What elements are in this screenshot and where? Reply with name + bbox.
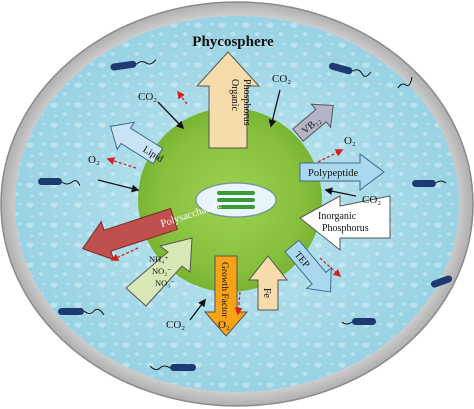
fe-label: Fe: [261, 288, 272, 299]
polypeptide-label: Polypeptide: [308, 168, 359, 179]
no2-label: NO₂⁻: [152, 266, 172, 276]
inorganic-phosphorus-arrow: Inorganic Phosphorus: [299, 195, 391, 252]
organic-phosphorus-arrow: Organic Phosphorus: [195, 51, 261, 149]
bacterium: [397, 76, 413, 89]
co2-label: CO₂: [272, 73, 291, 85]
growth-factor-arrow: Growth Factor: [203, 255, 249, 337]
polypeptide-arrow: Polypeptide: [299, 153, 385, 191]
bacterium: [110, 59, 157, 71]
gas-exchange: CO₂ CO₂ O₂ CO₂ O₂ CO₂ O₂: [88, 73, 381, 331]
bacterium: [38, 178, 81, 187]
diagram-title: Phycosphere: [192, 34, 274, 50]
bacterium: [328, 62, 372, 77]
nitrogen-arrow: NH₄⁺ NO₂⁻ NO₃⁻: [125, 237, 193, 307]
o2-label: O₂: [218, 319, 230, 331]
o2-label: O₂: [344, 135, 356, 147]
inorganic-phosphorus-label: Inorganic: [318, 211, 357, 222]
fe-arrow: Fe: [247, 255, 289, 311]
no3-label: NO₃⁻: [155, 278, 175, 288]
co2-label: CO₂: [138, 91, 157, 103]
bacteria-group: [38, 59, 453, 371]
co2-label: CO₂: [362, 194, 381, 206]
growth-factor-label: Growth Factor: [219, 262, 229, 319]
co2-label: CO₂: [166, 319, 185, 331]
inorganic-phosphorus-label-line2: Phosphorus: [322, 223, 369, 234]
svg-text:Organic Phosphorus: Organic Phosphorus: [229, 79, 252, 126]
tep-arrow: TEP: [284, 239, 332, 293]
o2-label: O₂: [88, 154, 100, 166]
nh4-label: NH₄⁺: [149, 254, 169, 264]
organic-phosphorus-label: Organic: [229, 79, 240, 112]
organic-phosphorus-label-line2: Phosphorus: [241, 79, 252, 126]
bacterium: [58, 308, 105, 316]
bacterium: [149, 364, 196, 371]
chloroplast: [195, 182, 277, 218]
svg-text:Inorganic Phosphorus: Inorganic Phosphorus: [318, 211, 369, 234]
bacterium: [430, 275, 453, 288]
bacterium: [341, 318, 376, 325]
lipid-arrow: Lipid: [109, 121, 165, 165]
bacterium: [412, 180, 447, 187]
svg-text:NH₄⁺ NO₂⁻ NO₃⁻: NH₄⁺ NO₂⁻ NO₃⁻: [149, 254, 175, 288]
